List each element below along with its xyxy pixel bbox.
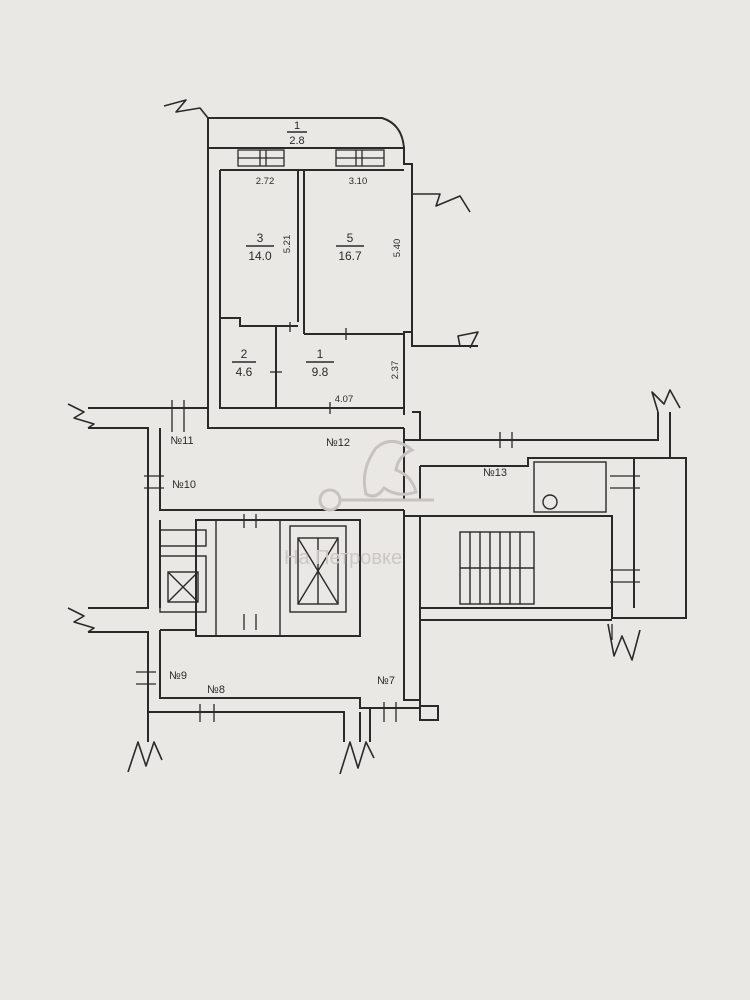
room-label-1: 1 9.8 [306, 347, 334, 379]
room-label-3: 3 14.0 [246, 231, 274, 263]
room-label-4: 1 2.8 [287, 120, 307, 147]
door-marks [136, 400, 640, 722]
door-label-11: №11 [170, 435, 193, 447]
room-number: 5 [347, 231, 354, 245]
watermark-bird-icon [362, 440, 418, 498]
room-area: 16.7 [338, 249, 362, 263]
dimension-room3-length: 5.21 [282, 235, 293, 254]
door-label-7: №7 [377, 675, 395, 687]
watermark-text: На Петровке [284, 547, 402, 569]
apartment-walls [207, 117, 413, 415]
break-marks [67, 99, 681, 775]
room-area: 2.8 [289, 135, 304, 147]
door-label-9: №9 [169, 670, 187, 682]
watermark: На Петровке [284, 440, 434, 569]
room-number: 1 [294, 120, 300, 132]
utility-room [533, 461, 607, 513]
dimension-room5-length: 5.40 [392, 239, 403, 258]
door-label-13: №13 [483, 467, 507, 479]
room-area: 9.8 [312, 365, 329, 379]
room-label-5: 5 16.7 [336, 231, 364, 263]
windows [237, 149, 385, 414]
dimension-room1-width: 4.07 [335, 394, 354, 405]
dimension-room5-width: 3.10 [349, 176, 368, 187]
elevator-right [289, 525, 347, 613]
door-label-12: №12 [326, 437, 350, 449]
elevator-left [159, 529, 207, 613]
room-number: 1 [317, 347, 324, 361]
door-label-8: №8 [207, 684, 225, 696]
room-area: 4.6 [236, 365, 253, 379]
room-label-2: 2 4.6 [232, 347, 256, 379]
room-area: 14.0 [248, 249, 272, 263]
room-number: 3 [257, 231, 264, 245]
room-number: 2 [241, 347, 248, 361]
dimension-room1-depth: 2.37 [390, 361, 401, 380]
dimension-room3-width: 2.72 [256, 176, 275, 187]
door-label-10: №10 [172, 479, 196, 491]
watermark-key-icon [318, 488, 342, 512]
staircase [459, 531, 535, 605]
